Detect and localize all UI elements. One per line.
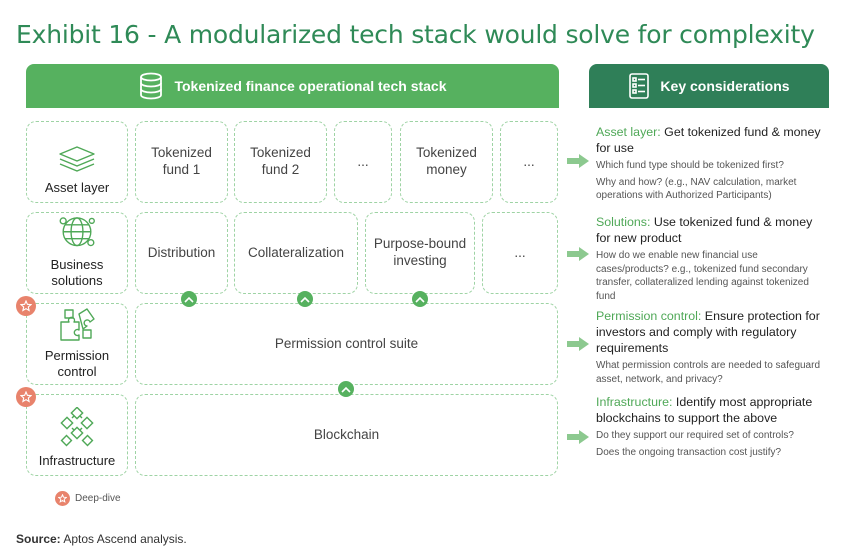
consideration-keyword: Infrastructure: [596,395,673,409]
tech-stack-header: Tokenized finance operational tech stack [26,64,559,108]
consideration-text: Get tokenized fund & money for use [596,125,821,156]
asset-layer-category: Asset layer [26,121,128,203]
legend-label: Deep-dive [75,493,121,504]
chevron-up-icon [181,291,197,307]
arrow-right-icon [567,430,589,444]
arrow-right-icon [567,247,589,261]
consideration-heading: Permission control: Ensure protection fo… [596,308,828,356]
infrastructure-label: Infrastructure [38,452,116,468]
consideration-question: How do we enable new financial use cases… [596,250,809,302]
chevron-up-icon [338,381,354,397]
blockchain-cell-text: Blockchain [313,426,380,442]
permission-control-suite: Permission control suite [135,303,558,385]
consideration-solutions: Solutions: Use tokenized fund & money fo… [596,214,828,303]
business-cell: Distribution [135,212,228,294]
consideration-keyword: Asset layer: [596,125,661,139]
chevron-up-icon [412,291,428,307]
star-icon [16,387,36,407]
business-cell-text: Collateralization [247,244,345,260]
asset-cell: ... [334,121,392,203]
consideration-question: Does the ongoing transaction cost justif… [596,446,782,458]
asset-cell: ... [500,121,558,203]
business-solutions-label: Business solutions [50,256,104,288]
source-label: Source: [16,532,61,546]
key-considerations-header-label: Key considerations [660,78,790,94]
asset-cell-text: ... [357,153,369,169]
asset-cell: Tokenized fund 2 [234,121,327,203]
tech-stack-header-label: Tokenized finance operational tech stack [174,78,447,94]
business-cell: Purpose-bound investing [365,212,475,294]
asset-cell: Tokenized money [400,121,493,203]
asset-cell-text: ... [523,153,535,169]
asset-cell: Tokenized fund 1 [135,121,228,203]
star-icon [55,491,70,506]
asset-cell-text: Tokenized money [416,145,477,177]
consideration-heading: Asset layer: Get tokenized fund & money … [596,124,828,156]
business-cell-text: Distribution [147,244,216,260]
consideration-text: Identify most appropriate blockchains to… [596,395,813,426]
source-text: Aptos Ascend analysis. [60,532,187,546]
layers-icon [59,146,95,172]
blockchain-cell: Blockchain [135,394,558,476]
infrastructure-category: Infrastructure [26,394,128,476]
consideration-question: What permission controls are needed to s… [596,360,821,385]
business-cell-text: Purpose-bound investing [373,236,467,268]
consideration-heading: Infrastructure: Identify most appropriat… [596,394,828,426]
consideration-infrastructure: Infrastructure: Identify most appropriat… [596,394,828,459]
legend: Deep-dive [55,491,121,506]
consideration-heading: Solutions: Use tokenized fund & money fo… [596,214,828,246]
business-cell: ... [482,212,558,294]
business-cell: Collateralization [234,212,358,294]
consideration-keyword: Permission control: [596,309,702,323]
permission-control-category: Permission control [26,303,128,385]
globe-network-icon [59,217,95,247]
permission-control-label: Permission control [44,347,110,379]
consideration-text: Use tokenized fund & money for new produ… [596,215,813,246]
consideration-question: Why and how? (e.g., NAV calculation, mar… [596,176,797,202]
business-solutions-category: Business solutions [26,212,128,294]
consideration-keyword: Solutions: [596,215,651,229]
arrow-right-icon [567,337,589,351]
page-title: Exhibit 16 - A modularized tech stack wo… [16,20,815,49]
puzzle-icon [60,307,95,341]
star-icon [16,296,36,316]
database-icon [140,72,163,100]
consideration-asset-layer: Asset layer: Get tokenized fund & money … [596,124,828,203]
asset-cell-text: Tokenized fund 1 [151,145,212,177]
checklist-icon [629,73,650,99]
source-note: Source: Aptos Ascend analysis. [16,532,187,546]
consideration-permission-control: Permission control: Ensure protection fo… [596,308,828,386]
consideration-text: Ensure protection for investors and comp… [596,309,820,356]
consideration-question: Do they support our required set of cont… [596,430,794,442]
permission-cell-text: Permission control suite [274,335,419,351]
arrow-right-icon [567,154,589,168]
chevron-up-icon [297,291,313,307]
blockchain-icon [60,406,94,447]
business-cell-text: ... [514,244,526,260]
key-considerations-header: Key considerations [589,64,829,108]
asset-cell-text: Tokenized fund 2 [250,145,311,177]
consideration-question: Which fund type should be tokenized firs… [596,160,784,172]
asset-layer-label: Asset layer [44,179,110,195]
